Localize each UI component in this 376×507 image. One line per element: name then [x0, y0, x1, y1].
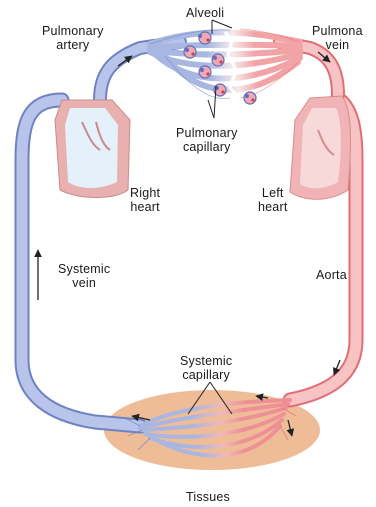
- left-heart: [290, 96, 350, 199]
- label-pulmonary-artery: Pulmonary artery: [42, 24, 104, 52]
- label-aorta: Aorta: [316, 268, 347, 282]
- label-left-heart: Left heart: [258, 186, 288, 214]
- label-systemic-vein: Systemic vein: [58, 262, 110, 290]
- label-right-heart: Right heart: [130, 186, 160, 214]
- right-heart: [55, 100, 130, 198]
- label-tissues: Tissues: [186, 490, 230, 504]
- label-pulmonary-vein: Pulmona vein: [312, 24, 363, 52]
- label-pulmonary-capillary: Pulmonary capillary: [176, 126, 238, 154]
- label-alveoli: Alveoli: [186, 6, 224, 20]
- label-systemic-capillary: Systemic capillary: [180, 354, 232, 382]
